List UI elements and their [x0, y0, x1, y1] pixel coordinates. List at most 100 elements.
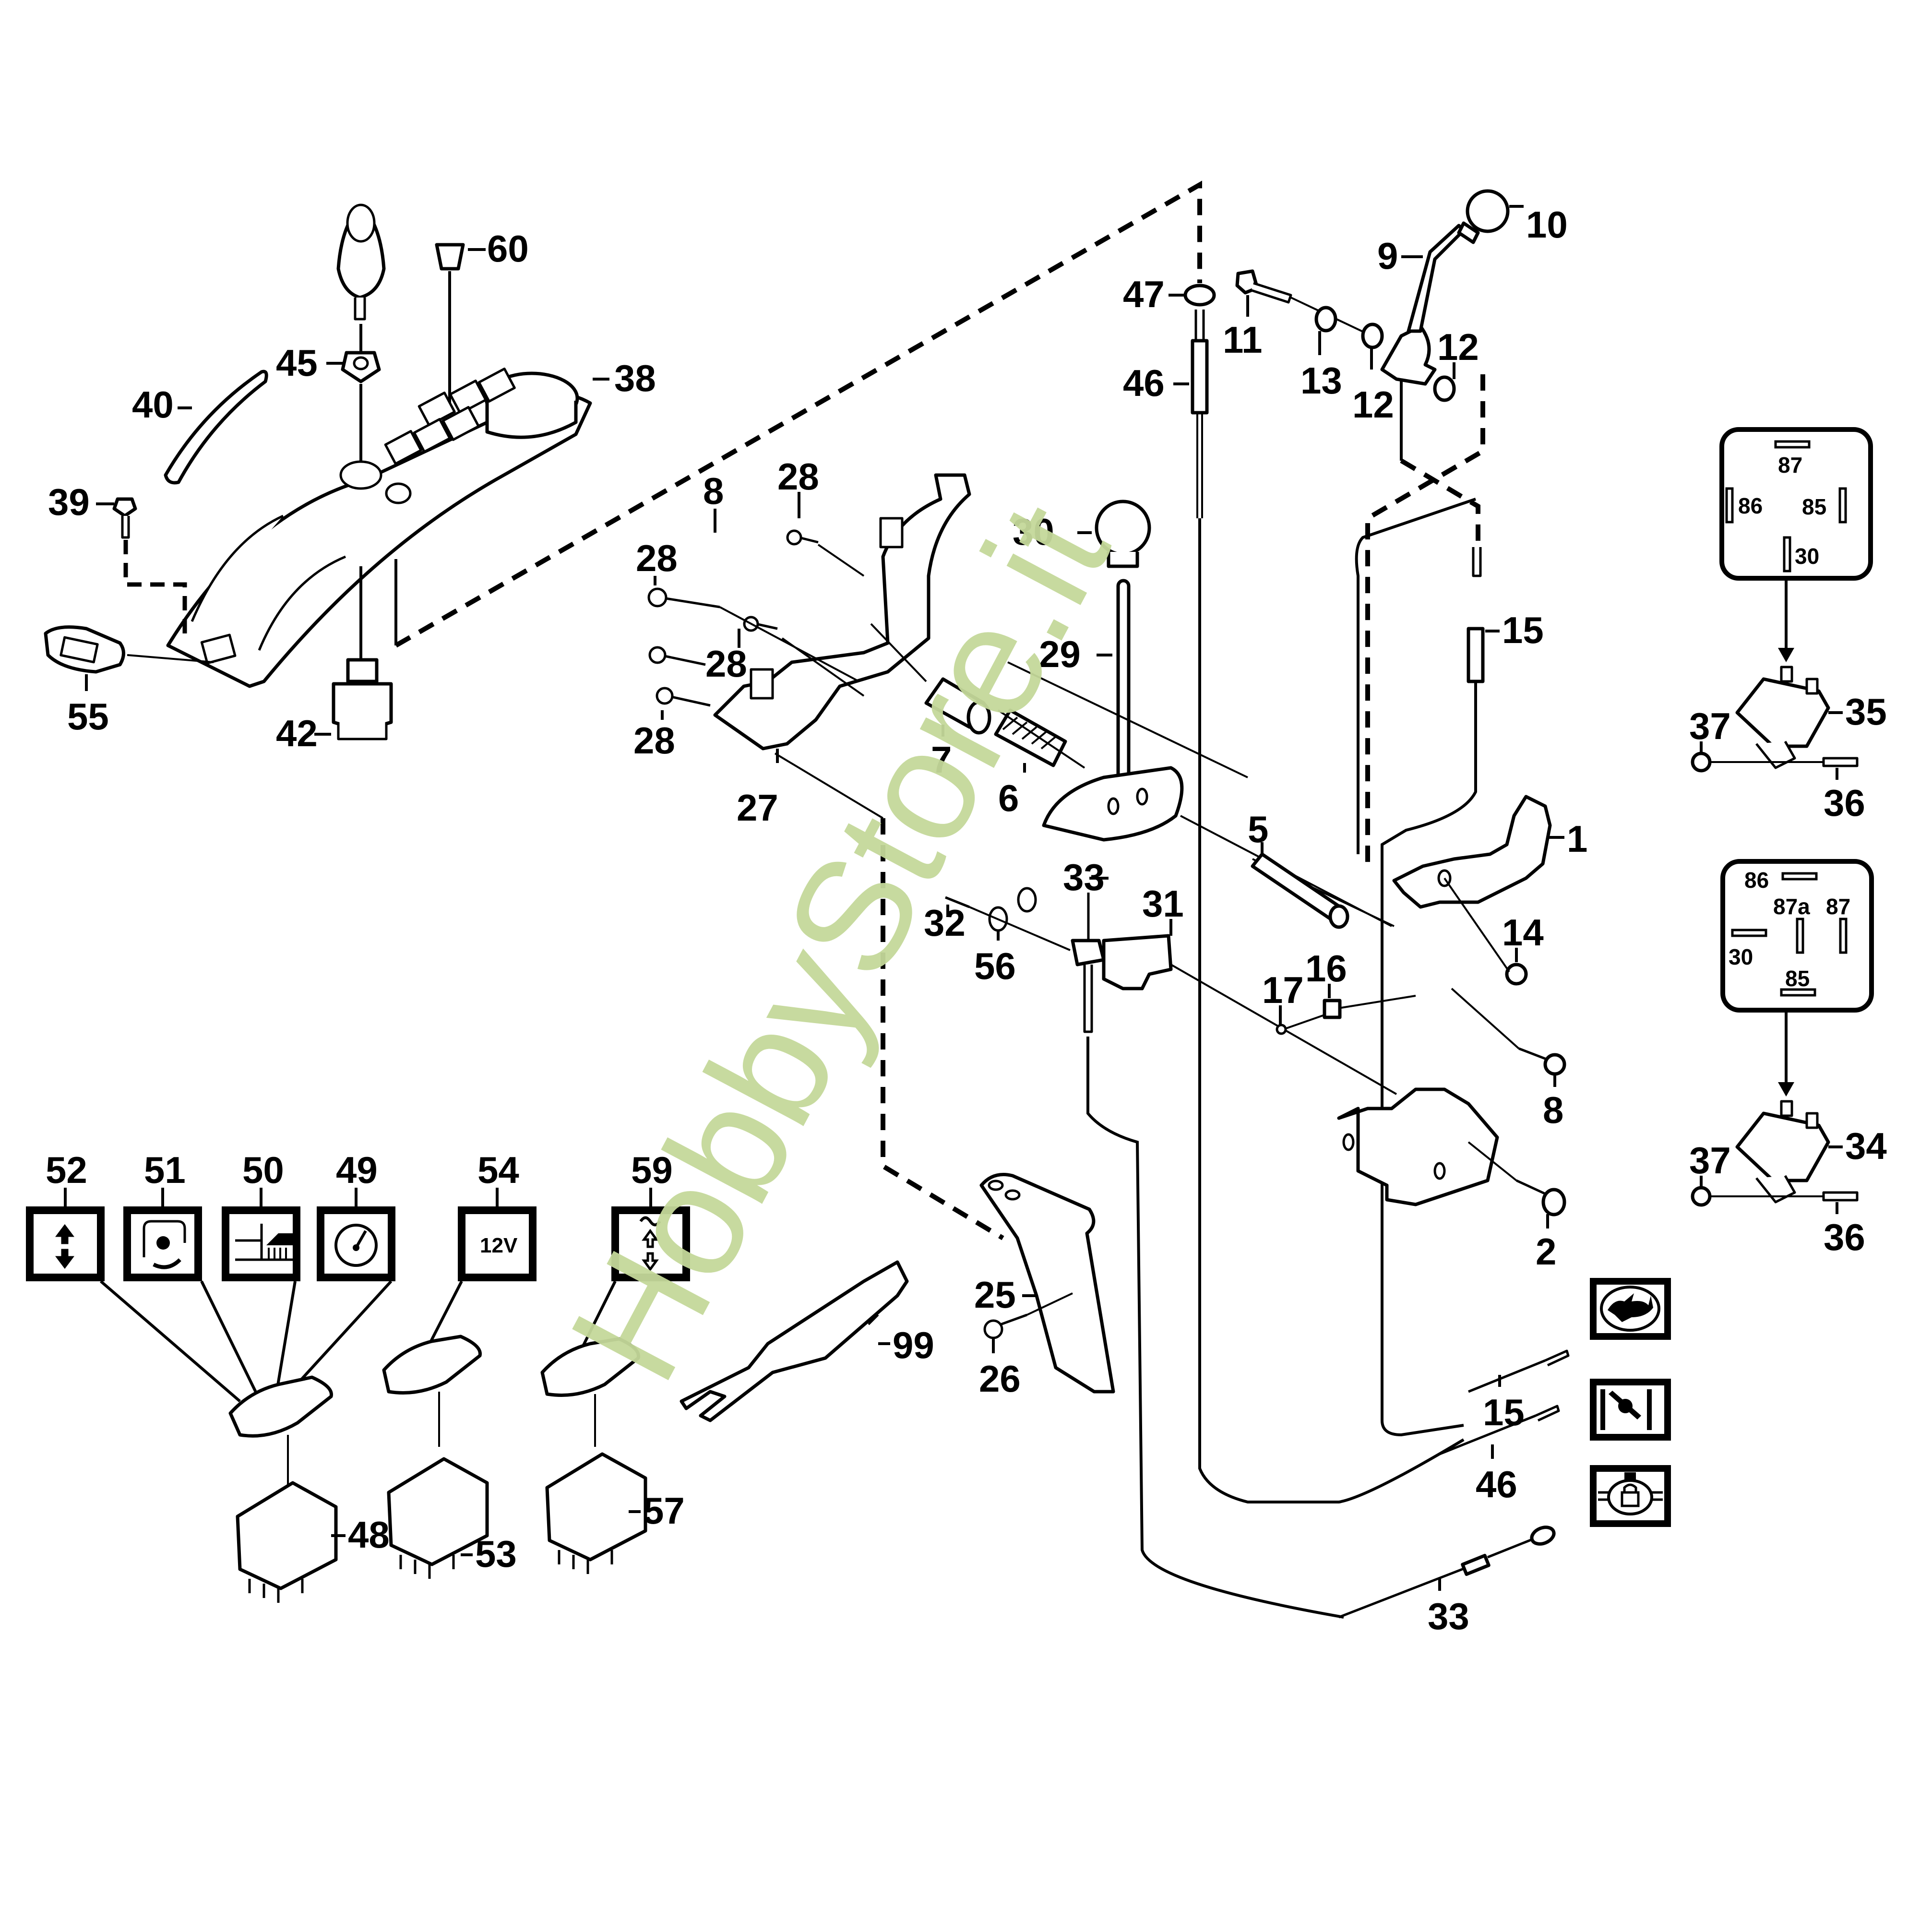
bracket-31: [1071, 934, 1173, 990]
12v-label: 12V: [480, 1234, 518, 1257]
callout-55: 55: [67, 695, 109, 738]
callout-37b: 37: [1689, 1139, 1731, 1181]
throttle-valve-icon: [1590, 1379, 1671, 1441]
relay-diagram-4pin: 87 86 85 30: [1719, 427, 1873, 581]
symbol-box-59: [611, 1206, 690, 1281]
callout-57: 57: [643, 1490, 685, 1532]
cap-60: [435, 243, 465, 271]
callout-1: 1: [1567, 818, 1587, 860]
callout-34: 34: [1845, 1125, 1887, 1167]
callout-28-top: 28: [777, 455, 819, 498]
callout-13: 13: [1300, 359, 1342, 402]
washer-13: [1314, 306, 1337, 333]
relay-pin-86: 86: [1738, 493, 1763, 518]
callout-46-top: 46: [1123, 362, 1165, 404]
rocker-switch-57: [545, 1452, 647, 1574]
spacer-5: [1251, 852, 1349, 929]
callout-28-bottom: 28: [633, 719, 675, 762]
diff-lock-icon: [1590, 1465, 1671, 1527]
callout-30: 30: [1013, 511, 1054, 553]
ignition-switch-42: [332, 658, 393, 740]
callout-11: 11: [1223, 319, 1262, 361]
callout-7: 7: [931, 739, 952, 781]
callout-36a: 36: [1824, 782, 1865, 824]
callout-8-top: 8: [703, 470, 724, 512]
callout-36b: 36: [1824, 1216, 1865, 1258]
nut-14: [1505, 963, 1528, 986]
screw-17: [1276, 995, 1416, 1035]
bolt-8b: [1518, 1047, 1566, 1076]
symbol-box-50: [222, 1206, 300, 1281]
symbol-label-50: 50: [242, 1149, 284, 1191]
cable-46-end: [1439, 1405, 1560, 1455]
callout-31: 31: [1142, 883, 1184, 925]
symbol-box-54: 12V: [458, 1206, 537, 1281]
callout-17: 17: [1262, 969, 1304, 1011]
callout-12a: 12: [1352, 383, 1394, 426]
callout-12b: 12: [1437, 326, 1479, 368]
callout-labels: 60 45 38 40 39 55 42 47 46 11 13 12 12 9…: [46, 203, 1887, 1637]
callout-28-mid: 28: [705, 643, 747, 685]
callout-32: 32: [924, 902, 966, 944]
callout-46-bottom: 46: [1476, 1463, 1517, 1505]
arrow-down-icon: [1778, 1082, 1794, 1097]
symbol-label-59: 59: [631, 1149, 673, 1191]
bolt-36b: [1822, 1191, 1859, 1202]
bolt-39: [112, 497, 137, 539]
relay-pin-87a: 87a: [1773, 894, 1810, 919]
callout-16: 16: [1305, 947, 1347, 990]
bolt-26: [983, 1313, 1027, 1339]
gate-plate: [1042, 766, 1184, 842]
symbol-label-52: 52: [46, 1149, 87, 1191]
callout-27: 27: [737, 787, 778, 829]
rocker-cap-53: [382, 1335, 482, 1395]
bolt-2: [1515, 1179, 1566, 1216]
callout-29: 29: [1039, 633, 1081, 675]
bracket-group-27: [647, 473, 971, 751]
relay-35: [1735, 666, 1830, 769]
bracket-1: [1392, 795, 1552, 909]
bolt-36a: [1822, 757, 1859, 767]
callout-42: 42: [276, 712, 318, 754]
bracket-25: [979, 1173, 1115, 1394]
spring-6: [994, 708, 1067, 767]
rocker-switch-53: [387, 1457, 489, 1579]
bushing-7: [924, 677, 991, 735]
callout-10: 10: [1526, 203, 1568, 246]
console-panel-38: [166, 367, 592, 688]
nut-37a: [1691, 751, 1712, 773]
callout-8-right: 8: [1543, 1089, 1563, 1131]
callout-15-top: 15: [1502, 609, 1544, 651]
callout-26: 26: [979, 1358, 1021, 1400]
symbol-label-51: 51: [144, 1149, 186, 1191]
rocker-cap-48: [228, 1375, 333, 1438]
lower-bracket: [1337, 1087, 1499, 1206]
callout-33-bottom: 33: [1428, 1595, 1469, 1637]
callout-15-bottom: 15: [1483, 1391, 1525, 1433]
nut-45: [341, 351, 381, 383]
callout-28-left: 28: [636, 537, 678, 579]
cable-end-15: [1467, 547, 1485, 683]
symbol-box-49: [317, 1206, 395, 1281]
callout-56: 56: [974, 945, 1016, 987]
bolt-11: [1235, 269, 1292, 304]
relay-pin-85: 85: [1785, 966, 1810, 991]
washer-12b: [1433, 375, 1456, 402]
handle-trim-40: [164, 370, 268, 485]
relay-diagram-5pin: 86 87a 87 30 85: [1720, 859, 1874, 1013]
knob-30: [1095, 500, 1151, 568]
console-group: [44, 180, 1202, 740]
callout-37a: 37: [1689, 705, 1731, 747]
rocker-cap-57: [540, 1337, 640, 1397]
callout-47: 47: [1123, 273, 1165, 315]
callout-6: 6: [998, 777, 1019, 819]
tool-99: [680, 1260, 909, 1422]
cable-15-end: [1468, 1349, 1570, 1393]
symbol-box-52: [26, 1206, 105, 1281]
callout-25: 25: [974, 1274, 1016, 1316]
cable-end-46: [1191, 310, 1209, 518]
symbol-box-51: [123, 1206, 202, 1281]
bolt-28a-shaft: [659, 596, 720, 608]
dashed-leader: [394, 180, 1202, 648]
symbol-label-49: 49: [336, 1149, 378, 1191]
